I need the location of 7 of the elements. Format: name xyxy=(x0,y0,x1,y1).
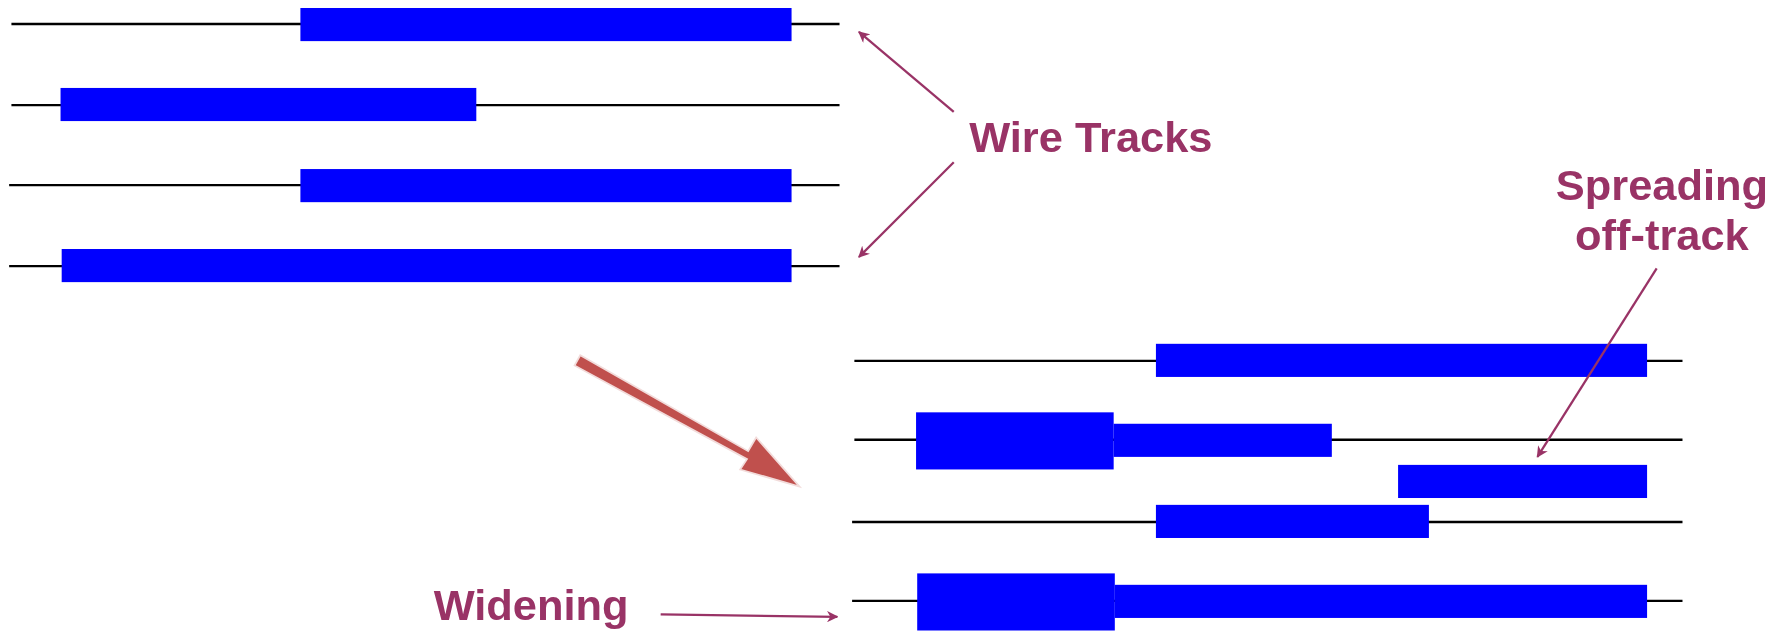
leader-line xyxy=(858,161,955,258)
leader-line xyxy=(660,610,839,623)
leader-line xyxy=(1536,267,1658,458)
callout-label: Spreading off-track xyxy=(1530,159,1791,261)
leader-line xyxy=(858,31,955,113)
callout-label: Widening xyxy=(411,580,652,631)
callout-label: Wire Tracks xyxy=(953,111,1228,163)
